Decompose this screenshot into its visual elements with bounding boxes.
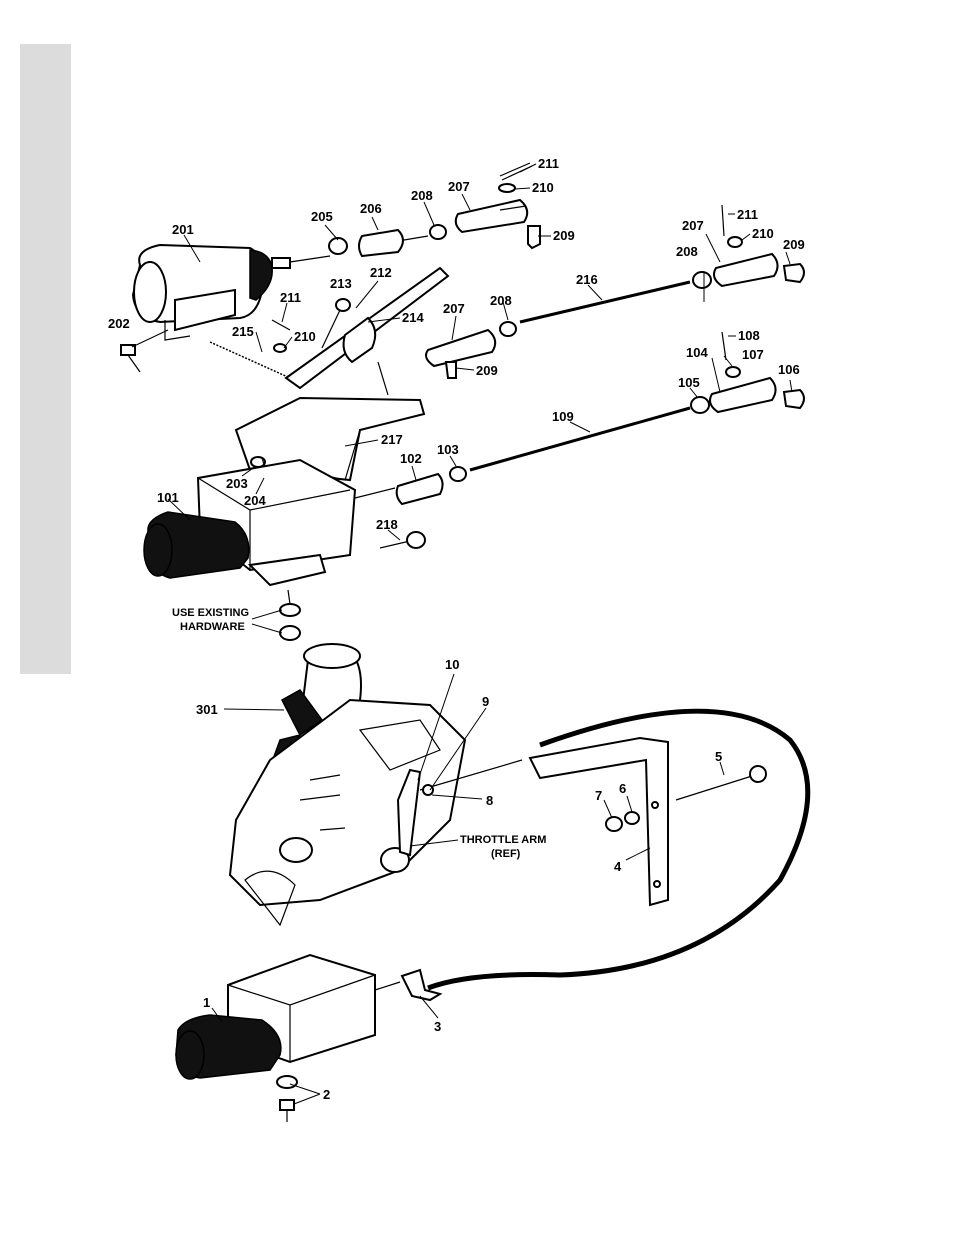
label-4: 4 bbox=[614, 859, 622, 874]
label-210c: 210 bbox=[752, 226, 774, 241]
label-3: 3 bbox=[434, 1019, 441, 1034]
washer-210-top bbox=[499, 184, 515, 192]
label-207c: 207 bbox=[682, 218, 704, 233]
label-throttle-ref: (REF) bbox=[491, 848, 521, 860]
bolt-5 bbox=[676, 766, 766, 800]
label-218: 218 bbox=[376, 517, 398, 532]
engine-body bbox=[230, 700, 465, 925]
hardware-washers bbox=[280, 590, 300, 640]
clevis-207-mid bbox=[426, 330, 495, 366]
washer-6 bbox=[625, 812, 639, 824]
pin-209-mid bbox=[446, 362, 456, 378]
label-1: 1 bbox=[203, 995, 210, 1010]
label-213: 213 bbox=[330, 276, 352, 291]
label-211c: 211 bbox=[737, 207, 758, 222]
washer-107 bbox=[726, 367, 740, 377]
nut-103 bbox=[450, 467, 466, 481]
screw-218 bbox=[380, 532, 425, 548]
label-7: 7 bbox=[595, 788, 602, 803]
label-209c: 209 bbox=[783, 237, 805, 252]
label-202: 202 bbox=[108, 316, 130, 331]
pin-209-top bbox=[528, 226, 540, 248]
label-6: 6 bbox=[619, 781, 626, 796]
block-214 bbox=[344, 318, 388, 395]
pin-106 bbox=[784, 390, 804, 408]
cotter-pin-108 bbox=[722, 332, 726, 360]
label-207b: 207 bbox=[443, 301, 465, 316]
label-9: 9 bbox=[482, 694, 489, 709]
label-205: 205 bbox=[311, 209, 333, 224]
clevis-207-top bbox=[456, 200, 527, 232]
label-throttle-arm: THROTTLE ARM bbox=[460, 834, 546, 846]
label-210b: 210 bbox=[294, 329, 316, 344]
actuator-1 bbox=[176, 955, 400, 1079]
label-use-existing: USE EXISTING bbox=[172, 607, 249, 619]
hardware-2 bbox=[277, 1076, 297, 1122]
nut-208-right bbox=[693, 272, 711, 288]
clevis-207-right bbox=[714, 254, 778, 286]
label-210a: 210 bbox=[532, 180, 554, 195]
cotter-pin-211-right bbox=[722, 205, 724, 236]
rod-216 bbox=[520, 282, 690, 322]
label-208a: 208 bbox=[411, 188, 433, 203]
label-209b: 209 bbox=[476, 363, 498, 378]
label-301: 301 bbox=[196, 702, 218, 717]
label-216: 216 bbox=[576, 272, 598, 287]
cotter-pin-211-mid bbox=[272, 320, 290, 330]
label-204: 204 bbox=[244, 493, 266, 508]
washer-210-right bbox=[728, 237, 742, 247]
rod-109 bbox=[470, 408, 690, 470]
leader-lines bbox=[168, 164, 792, 1104]
coupler-206 bbox=[359, 230, 428, 256]
nut-205 bbox=[329, 238, 347, 254]
label-109: 109 bbox=[552, 409, 574, 424]
label-206: 206 bbox=[360, 201, 382, 216]
nut-7 bbox=[606, 817, 622, 831]
label-8: 8 bbox=[486, 793, 493, 808]
label-103: 103 bbox=[437, 442, 459, 457]
label-208b: 208 bbox=[490, 293, 512, 308]
label-203: 203 bbox=[226, 476, 248, 491]
label-5: 5 bbox=[715, 749, 722, 764]
label-217: 217 bbox=[381, 432, 403, 447]
cotter-pin-211-top bbox=[500, 163, 532, 180]
label-2: 2 bbox=[323, 1087, 330, 1102]
bracket-4 bbox=[530, 738, 668, 905]
label-108: 108 bbox=[738, 328, 760, 343]
label-101: 101 bbox=[157, 490, 179, 505]
label-102: 102 bbox=[400, 451, 422, 466]
spacer-102 bbox=[397, 474, 443, 504]
label-211b: 211 bbox=[280, 290, 301, 305]
actuator-101 bbox=[144, 460, 395, 585]
label-10: 10 bbox=[445, 657, 459, 672]
label-104: 104 bbox=[686, 345, 708, 360]
clevis-104 bbox=[710, 378, 776, 412]
label-hardware: HARDWARE bbox=[180, 621, 245, 633]
label-106: 106 bbox=[778, 362, 800, 377]
screw-202 bbox=[121, 330, 168, 372]
label-208c: 208 bbox=[676, 244, 698, 259]
label-211a: 211 bbox=[538, 156, 559, 171]
label-214: 214 bbox=[402, 310, 424, 325]
nut-105 bbox=[691, 397, 709, 413]
nut-213 bbox=[336, 299, 350, 311]
label-107: 107 bbox=[742, 347, 764, 362]
label-209a: 209 bbox=[553, 228, 575, 243]
label-105: 105 bbox=[678, 375, 700, 390]
label-212: 212 bbox=[370, 265, 392, 280]
label-201: 201 bbox=[172, 222, 194, 237]
label-215: 215 bbox=[232, 324, 254, 339]
nut-208-mid bbox=[500, 322, 516, 336]
label-207a: 207 bbox=[448, 179, 470, 194]
nut-208-top bbox=[430, 225, 446, 239]
pin-209-right bbox=[784, 264, 804, 282]
